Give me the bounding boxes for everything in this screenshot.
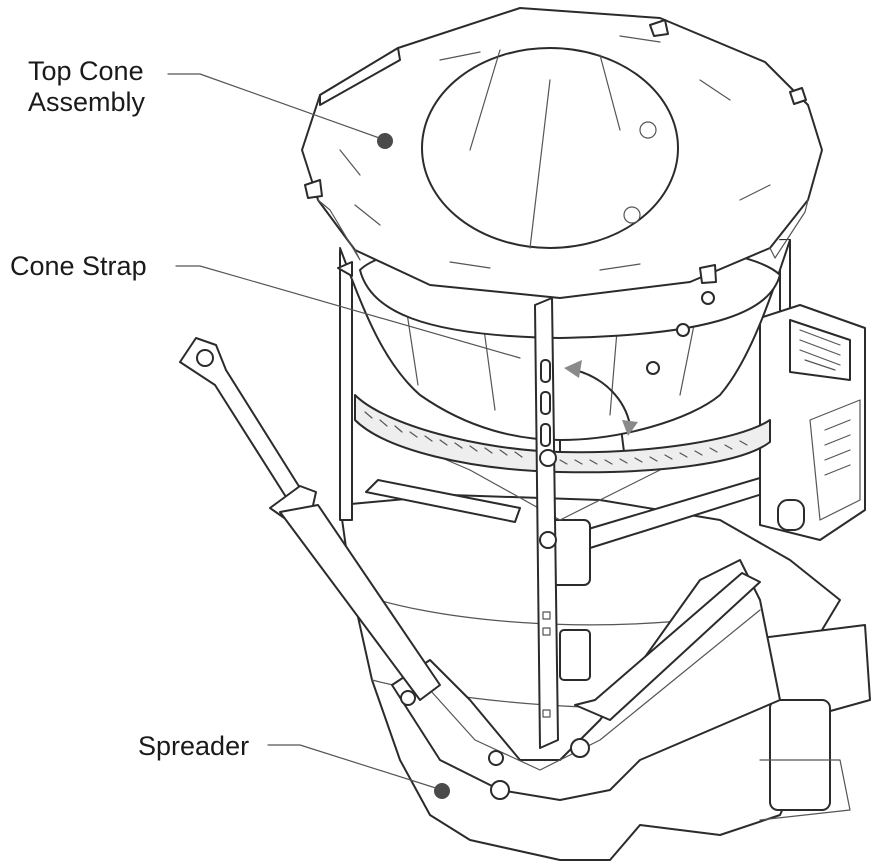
top-cone-assembly-label-line2: Assembly	[28, 87, 146, 117]
adjustment-rod	[179, 337, 441, 701]
top-cone-assembly-label-line1: Top Cone	[28, 56, 144, 86]
spreader-frame	[391, 559, 781, 801]
top-cone-rim	[301, 7, 823, 375]
rotation-arrow	[564, 360, 638, 436]
cone-strap-label: Cone Strap	[10, 251, 147, 282]
spreader-label: Spreader	[138, 731, 249, 762]
vertical-strap-bar	[534, 297, 559, 749]
spreader-marker	[434, 783, 450, 799]
top-cone-assembly-label: Top Cone Assembly	[28, 56, 145, 118]
cone-strap-band	[354, 394, 771, 474]
callout-leaders	[167, 73, 521, 799]
cone-strap-label-text: Cone Strap	[10, 251, 147, 281]
top-cone-marker	[377, 133, 393, 149]
spreader-label-text: Spreader	[138, 731, 250, 761]
motor-box	[759, 304, 866, 541]
